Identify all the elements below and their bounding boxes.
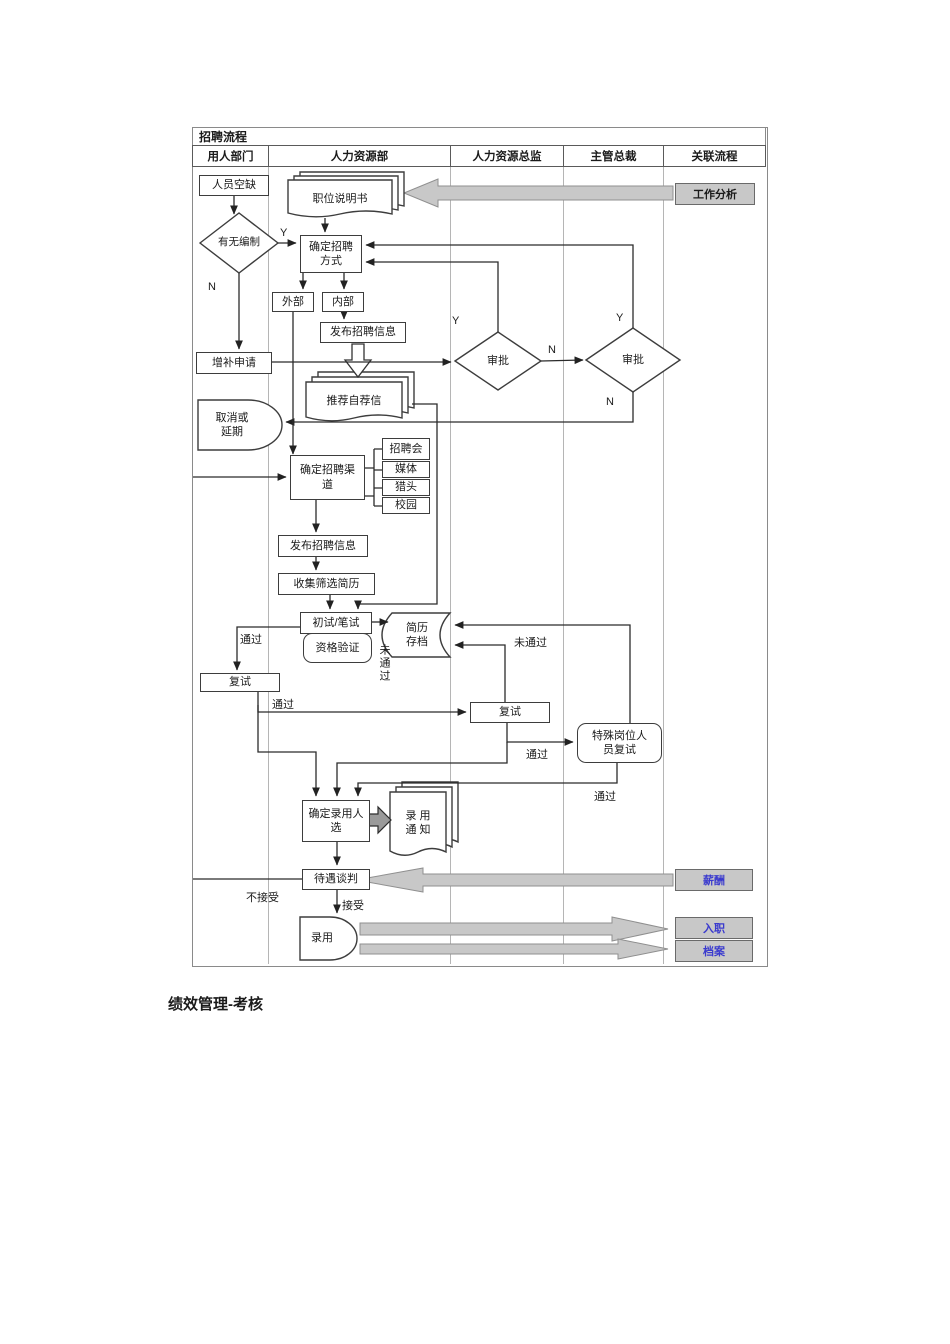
label-fail-first: 未通过 <box>378 644 390 683</box>
node-has-quota: 有无编制 <box>218 236 260 249</box>
node-job-analysis: 工作分析 <box>675 183 755 205</box>
label-pass-director: 通过 <box>526 749 548 761</box>
connector <box>365 258 499 332</box>
hire-shape <box>299 916 358 961</box>
lane-divider <box>663 167 664 964</box>
node-internal: 内部 <box>322 292 364 312</box>
publish-to-recommendation-arrow <box>343 343 373 379</box>
connector <box>257 705 320 797</box>
job-analysis-arrow <box>402 178 674 208</box>
label-quota-no: N <box>208 281 216 293</box>
node-publish-info-2: 发布招聘信息 <box>278 535 368 557</box>
node-publish-info-1: 发布招聘信息 <box>320 322 406 343</box>
label-approve2-no: N <box>606 396 614 408</box>
cancel-delay-shape <box>197 399 283 451</box>
node-hire: 录用 <box>311 931 333 944</box>
label-approve2-yes: Y <box>616 312 624 324</box>
onboarding-arrow <box>359 916 669 942</box>
node-first-test: 初试/笔试 <box>300 612 372 634</box>
approve2-decision-shape <box>584 327 682 393</box>
node-qualification: 资格验证 <box>303 633 372 663</box>
connector <box>454 641 506 702</box>
node-vacancy: 人员空缺 <box>199 175 269 196</box>
archive-arrow <box>359 938 669 960</box>
lane-header-related: 关联流程 <box>663 145 766 167</box>
lane-header-hr-director: 人力资源总监 <box>450 145 564 167</box>
label-reject: 不接受 <box>246 892 279 904</box>
node-retest-director: 复试 <box>470 702 550 723</box>
node-external: 外部 <box>272 292 314 312</box>
node-approve-2: 审批 <box>622 353 644 366</box>
node-retest-dept: 复试 <box>200 673 280 692</box>
label-pass-first: 通过 <box>240 634 262 646</box>
link-onboarding[interactable]: 入职 <box>675 917 753 939</box>
node-approve-1: 审批 <box>487 354 509 367</box>
section-heading: 绩效管理-考核 <box>168 996 263 1013</box>
lane-divider <box>268 167 269 964</box>
channel-bracket <box>365 448 382 507</box>
label-pass-special: 通过 <box>594 791 616 803</box>
link-archive[interactable]: 档案 <box>675 940 753 962</box>
connector <box>354 763 618 797</box>
node-confirm-method: 确定招聘 方式 <box>300 235 362 273</box>
hire-notice-doc <box>389 791 447 856</box>
node-cancel-delay: 取消或 延期 <box>215 411 249 438</box>
flowchart-title: 招聘流程 <box>192 127 766 145</box>
connector <box>540 356 584 365</box>
lane-header-hr: 人力资源部 <box>268 145 451 167</box>
lane-header-dept: 用人部门 <box>192 145 269 167</box>
node-job-fair: 招聘会 <box>382 438 430 460</box>
label-approve1-no: N <box>548 344 556 356</box>
node-confirm-hire: 确定录用人 选 <box>302 800 370 842</box>
node-special-retest: 特殊岗位人 员复试 <box>577 723 662 763</box>
label-pass-dept: 通过 <box>272 699 294 711</box>
connector <box>506 723 574 746</box>
connector <box>354 403 438 610</box>
connector <box>285 392 634 426</box>
connector <box>454 621 631 723</box>
label-accept: 接受 <box>342 900 364 912</box>
connector <box>233 626 300 671</box>
node-media: 媒体 <box>382 461 430 478</box>
node-supplement: 增补申请 <box>196 352 272 374</box>
lane-divider <box>450 167 451 964</box>
label-quota-yes: Y <box>280 227 288 239</box>
node-negotiation: 待遇谈判 <box>302 869 370 890</box>
lane-header-president: 主管总裁 <box>563 145 664 167</box>
link-salary[interactable]: 薪酬 <box>675 869 753 891</box>
connector <box>333 742 508 797</box>
salary-arrow <box>355 867 674 893</box>
node-campus: 校园 <box>382 497 430 514</box>
node-recommendation: 推荐自荐信 <box>326 394 382 407</box>
node-confirm-channel: 确定招聘渠 道 <box>290 455 365 500</box>
recommendation-doc <box>305 381 403 422</box>
node-job-desc: 职位说明书 <box>312 192 368 205</box>
label-fail-director: 未通过 <box>514 637 547 649</box>
label-approve1-yes: Y <box>452 315 460 327</box>
job-desc-doc <box>287 179 393 218</box>
connector <box>365 241 634 328</box>
node-hire-notice: 录 用 通 知 <box>405 809 431 836</box>
lane-divider <box>563 167 564 964</box>
node-resume-archive: 简历 存档 <box>406 621 428 648</box>
node-collect-resumes: 收集筛选简历 <box>278 573 375 595</box>
node-headhunter: 猎头 <box>382 479 430 496</box>
